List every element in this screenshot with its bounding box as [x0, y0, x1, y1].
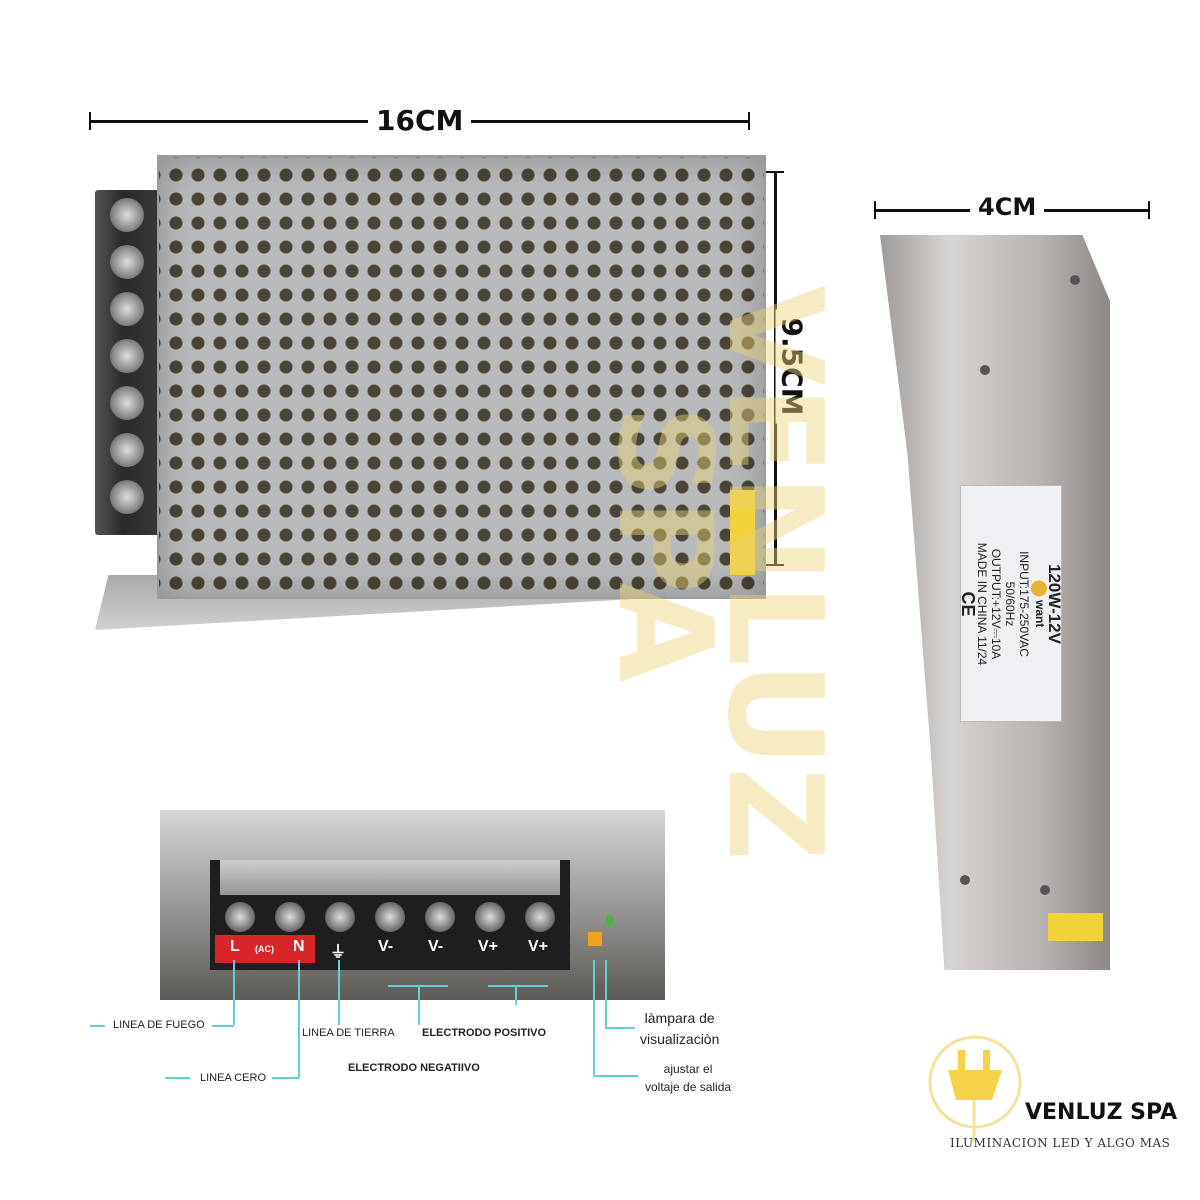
product-label: 120W-12V want INPUT:175-250VAC 50/60Hz O…: [958, 485, 1064, 722]
indicator-led: [606, 915, 614, 927]
annotation-negative: ELECTRODO NEGATIIVO: [348, 1062, 480, 1074]
ce-mark: CE: [958, 590, 978, 616]
terminal-ac: (AC): [255, 944, 274, 954]
width-label: 16CM: [368, 104, 472, 137]
sticker: [730, 490, 755, 575]
logo-tagline: ILUMINACION LED Y ALGO MAS: [950, 1136, 1171, 1150]
frequency-spec: 50/60Hz: [1003, 581, 1017, 626]
voltage-potentiometer: [588, 932, 602, 946]
annotation-fire-line: LINEA DE FUEGO: [113, 1019, 205, 1031]
output-spec: OUTPUT:+12V⎓10A: [989, 548, 1003, 659]
terminal-v-minus-2: V-: [428, 938, 444, 955]
terminal-n: N: [293, 938, 305, 955]
watermark: VENLUZ SPA: [589, 285, 851, 862]
brand: want: [1032, 599, 1047, 627]
power-supply-side-photo: 120W-12V want INPUT:175-250VAC 50/60Hz O…: [880, 235, 1110, 970]
annotation-zero-line: LINEA CERO: [200, 1072, 267, 1084]
annotation-positive: ELECTRODO POSITIVO: [422, 1027, 547, 1039]
plug-icon: [928, 1035, 1022, 1142]
perforated-cover: [157, 155, 766, 599]
annotation-ground-line: LINEA DE TIERRA: [302, 1027, 395, 1039]
terminal-closeup-photo: L (AC) N ⏚ V- V- V+ V+: [160, 810, 665, 1000]
terminal-v-plus-2: V+: [528, 938, 549, 955]
terminal-block: [95, 190, 165, 535]
power-supply-top-photo: [95, 155, 766, 630]
brand-logo-icon: [1031, 580, 1047, 597]
logo-name: VENLUZ SPA: [1025, 1100, 1178, 1125]
depth-label: 4CM: [970, 193, 1045, 221]
input-spec: INPUT:175-250VAC: [1017, 550, 1031, 657]
terminal-ground: ⏚: [330, 944, 347, 961]
terminal-v-minus-1: V-: [378, 938, 394, 955]
terminal-v-plus-1: V+: [478, 938, 499, 955]
model: 120W-12V: [1045, 563, 1064, 644]
terminal-l: L: [230, 938, 240, 955]
